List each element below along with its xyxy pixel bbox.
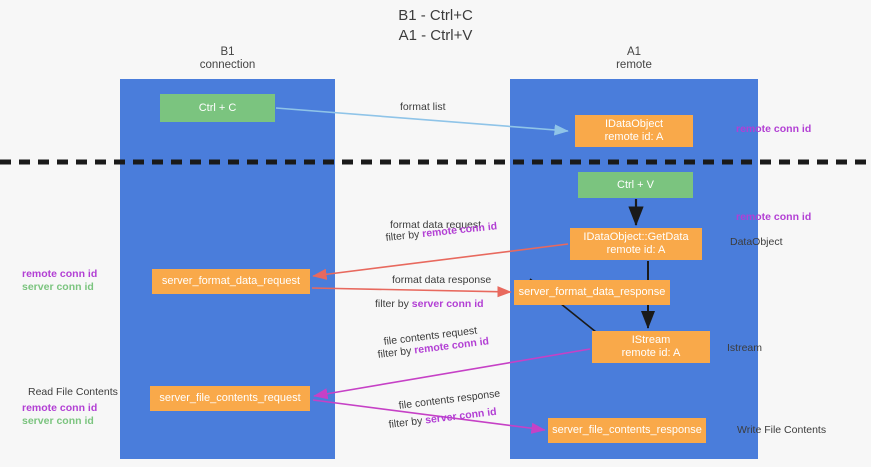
node-istream-label: IStream [631, 334, 671, 346]
node-ctrl-v[interactable]: Ctrl + V [578, 172, 693, 198]
node-istream-sub: remote id: A [621, 347, 681, 359]
left-label-conn-ids-bottom: remote conn id server conn id [22, 402, 97, 428]
node-ctrl-c-label: Ctrl + C [198, 101, 237, 114]
lane-header-b1-sub: connection [199, 59, 256, 71]
node-ctrl-v-label: Ctrl + V [617, 178, 654, 191]
filter-by-text-1: filter by [385, 228, 423, 244]
node-server-format-data-response-label: server_format_data_response [518, 286, 666, 298]
node-server-format-data-response[interactable]: server_format_data_response [514, 280, 670, 305]
arrow-format-data-response [311, 286, 512, 298]
edge-label-format-list: format list [400, 101, 446, 113]
side-label-dataobject: DataObject [730, 236, 783, 248]
node-idataobject[interactable]: IDataObject remote id: A [575, 115, 693, 147]
lane-header-b1: B1 connection [150, 46, 305, 72]
side-label-write-file-contents: Write File Contents [737, 424, 827, 436]
filter-by-text-4: filter by [388, 414, 426, 431]
server-conn-id-text-2: server conn id [424, 405, 498, 427]
lane-header-a1-sub: remote [616, 59, 652, 71]
side-label-remote-conn-id-top: remote conn id [736, 123, 812, 135]
filter-by-text-2: filter by [375, 298, 412, 310]
title-line-1: B1 - Ctrl+C [398, 7, 473, 24]
lane-header-a1: A1 remote [545, 46, 723, 72]
side-label-remote-conn-id-middle: remote conn id [736, 211, 812, 223]
left-remote-conn-id-1: remote conn id [22, 268, 98, 280]
edge-label-format-data-request: format data request [390, 219, 482, 231]
node-server-format-data-request[interactable]: server_format_data_request [152, 269, 310, 294]
left-server-conn-id-1: server conn id [22, 281, 94, 293]
left-server-conn-id-2: server conn id [22, 415, 94, 427]
server-conn-id-text-1: server conn id [411, 298, 484, 310]
node-idataobject-label: IDataObject [604, 118, 664, 130]
node-idataobject-sub: remote id: A [604, 131, 664, 143]
node-ctrl-c[interactable]: Ctrl + C [160, 94, 275, 122]
node-idataobject-getdata[interactable]: IDataObject::GetData remote id: A [570, 228, 702, 260]
node-getdata-sub: remote id: A [606, 244, 666, 256]
lane-header-a1-name: A1 [626, 46, 642, 58]
left-remote-conn-id-2: remote conn id [22, 402, 98, 414]
node-istream[interactable]: IStream remote id: A [592, 331, 710, 363]
node-server-file-contents-request-label: server_file_contents_request [159, 392, 301, 404]
filter-by-text-3: filter by [377, 344, 415, 361]
edge-label-format-data-response: format data response [392, 274, 492, 286]
node-server-file-contents-response[interactable]: server_file_contents_response [548, 418, 706, 443]
left-label-conn-ids-top: remote conn id server conn id [22, 268, 97, 294]
node-server-file-contents-request[interactable]: server_file_contents_request [150, 386, 310, 411]
page-title: B1 - Ctrl+C A1 - Ctrl+V [0, 6, 871, 46]
node-getdata-label: IDataObject::GetData [583, 231, 689, 243]
edge-label-filter-by-server-conn-id-1: filter by server conn id [375, 298, 484, 311]
side-label-istream: Istream [727, 342, 763, 354]
lane-header-b1-name: B1 [220, 46, 235, 58]
title-line-2: A1 - Ctrl+V [398, 27, 473, 44]
node-server-format-data-request-label: server_format_data_request [161, 275, 301, 287]
left-label-read-file-contents: Read File Contents [28, 386, 118, 398]
node-server-file-contents-response-label: server_file_contents_response [552, 424, 702, 436]
